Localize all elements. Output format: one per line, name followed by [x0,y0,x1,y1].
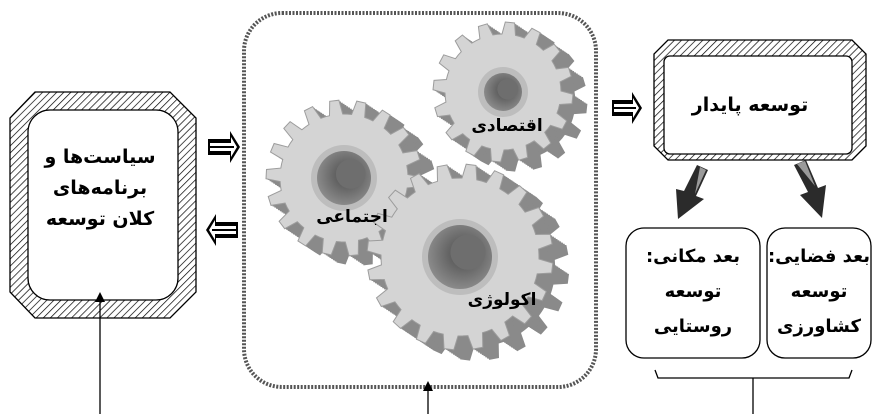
arrow-down-to-space [794,160,826,218]
space-line-1: بعد فضایی: [767,246,871,267]
spatial-line-2: توسعه [664,281,722,302]
spatial-dimension-label: بعد مکانی: توسعه روستایی [628,239,758,344]
arrow-right-to-gears [208,131,240,163]
spatial-dimension-box [625,227,761,359]
sustainable-development-label: توسعه پایدار [691,94,809,116]
arrow-up-to-policies [95,292,105,302]
spatial-line-1: بعد مکانی: [645,246,741,267]
arrow-left-to-policies [206,214,238,246]
gears-group [265,21,588,361]
policies-box [9,91,197,319]
policies-line-3: کلان توسعه [45,208,155,230]
arrow-down-to-spatial [676,165,708,219]
spatial-line-3: روستایی [653,316,733,337]
policies-label: سیاست‌ها و برنامه‌های کلان توسعه [26,142,174,235]
policies-line-2: برنامه‌های [52,177,148,199]
sustainable-development-box [653,39,867,161]
gear-label-economic: اقتصادی [471,116,543,136]
space-line-3: کشاورزی [777,316,861,337]
gear-label-ecological: اکولوژی [467,290,537,310]
arrow-right-to-sustainable [612,92,642,124]
arrow-up-to-gears [423,381,433,391]
gear-label-social: اجتماعی [316,207,388,227]
space-dimension-label: بعد فضایی: توسعه کشاورزی [766,239,872,344]
gear-economic [432,21,588,172]
gear-ecological [366,163,569,361]
space-dimension-box [766,227,872,359]
feedback-lines [99,300,853,414]
space-line-2: توسعه [790,281,848,302]
policies-line-1: سیاست‌ها و [44,146,156,168]
